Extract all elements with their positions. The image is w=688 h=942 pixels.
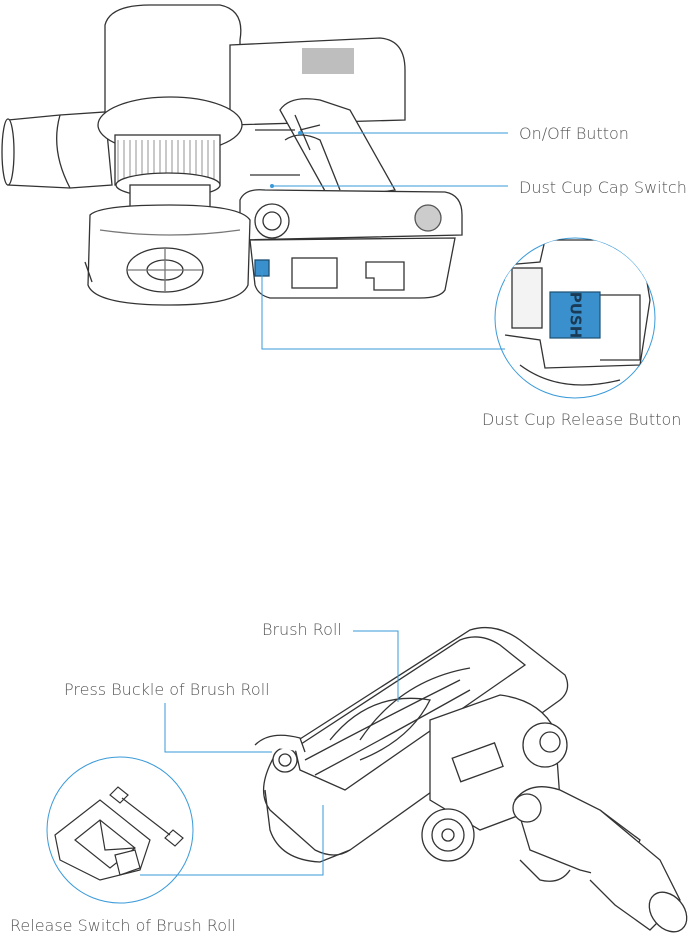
dust-cup-release-zoom-inset: PUSH [494, 237, 656, 399]
floor-brush-illustration [254, 626, 688, 933]
label-dust-cup-release-button: Dust Cup Release Button [482, 410, 682, 429]
label-on-off-button: On/Off Button [519, 124, 629, 143]
label-dust-cup-cap-switch: Dust Cup Cap Switch [519, 178, 687, 197]
label-brush-roll: Brush Roll [262, 620, 342, 639]
label-press-buckle: Press Buckle of Brush Roll [64, 680, 270, 699]
callout-line-brush-roll [353, 630, 399, 702]
push-button[interactable]: PUSH [549, 291, 601, 339]
callout-line-release-switch [140, 805, 324, 876]
release-switch-zoom-inset [46, 756, 194, 904]
callout-lines [140, 131, 508, 876]
label-release-switch: Release Switch of Brush Roll [10, 916, 236, 935]
callout-line-press-buckle [164, 703, 272, 753]
callout-line-release-button [261, 270, 505, 350]
push-button-label: PUSH [567, 292, 585, 339]
vacuum-handheld-illustration [1, 4, 463, 306]
